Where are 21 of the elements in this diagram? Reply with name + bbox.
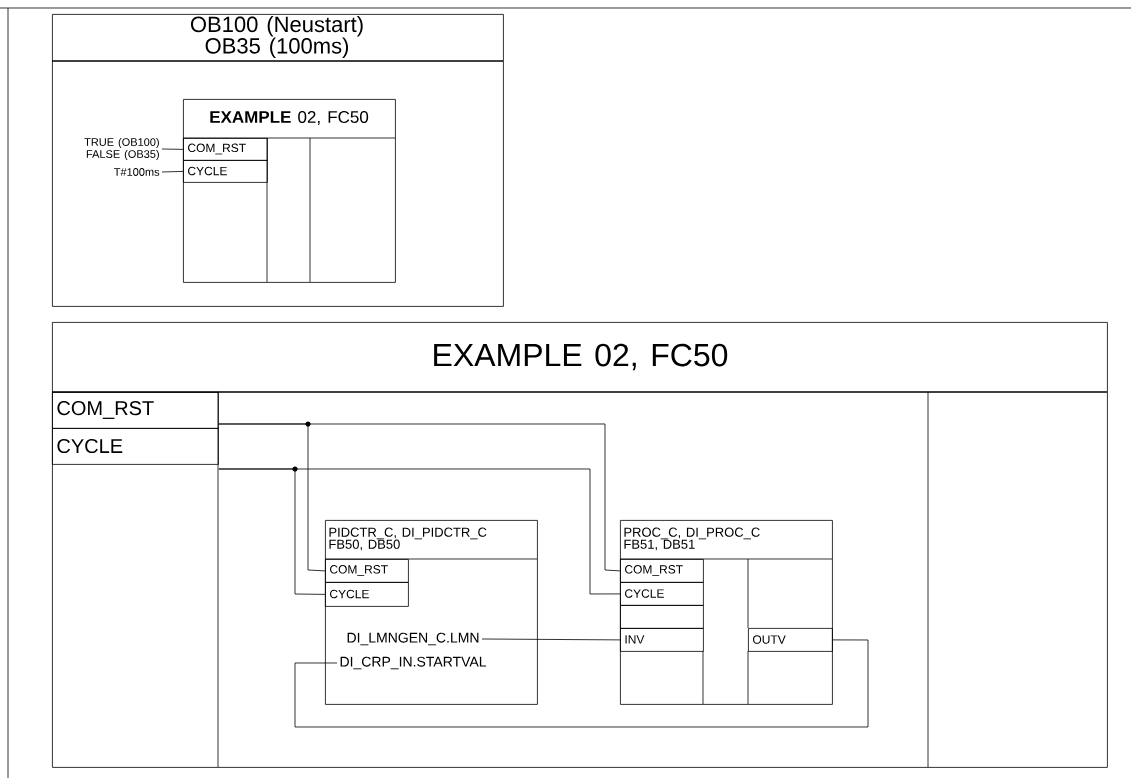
- pin-cell: COM_RST: [183, 138, 268, 161]
- pin-cell: INV: [620, 628, 704, 652]
- pin-cell: [620, 605, 704, 629]
- wire: [161, 148, 184, 150]
- variable-label: DI_CRP_IN.STARTVAL: [340, 656, 487, 670]
- signal-label: TRUE (OB100) FALSE (OB35): [84, 137, 159, 161]
- pin-cell: CYCLE: [183, 160, 268, 183]
- pin-cell: COM_RST: [325, 559, 409, 583]
- pin-cell: COM_RST: [620, 559, 704, 583]
- wire: [218, 423, 621, 572]
- pin-cell: CYCLE: [620, 582, 704, 606]
- variable-label: DI_LMNGEN_C.LMN: [347, 632, 479, 646]
- signal-label: T#100ms: [114, 168, 160, 176]
- wire: [161, 171, 184, 173]
- pin-cell: CYCLE: [325, 582, 409, 607]
- wire: [218, 468, 621, 595]
- input-cell: COM_RST: [52, 392, 219, 429]
- wire: [481, 638, 621, 641]
- wire: [294, 639, 869, 728]
- input-cell: CYCLE: [52, 428, 219, 465]
- pin-cell: OUTV: [748, 628, 833, 652]
